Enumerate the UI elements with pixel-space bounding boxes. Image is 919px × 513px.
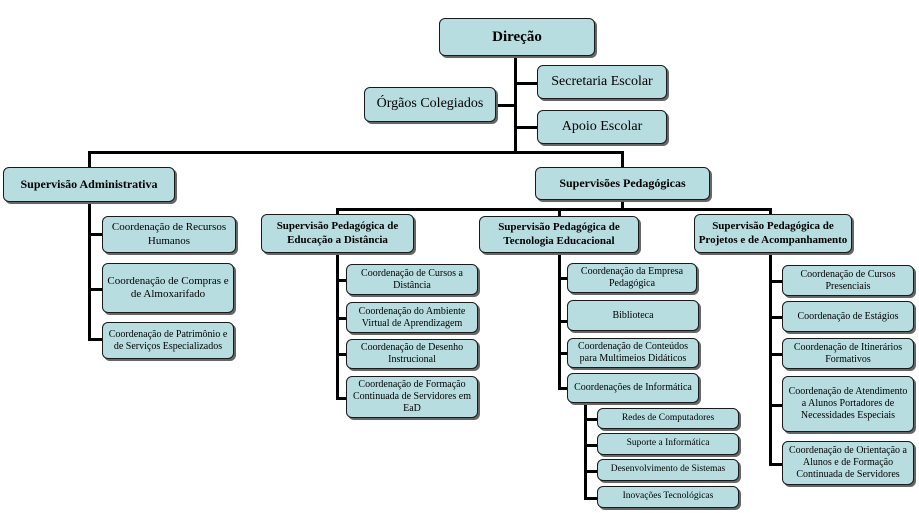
node-direcao: Direção <box>439 18 595 56</box>
node-biblioteca: Biblioteca <box>567 300 699 331</box>
node-coord-patrimonio: Coordenação de Patrimônio e de Serviços … <box>102 322 234 359</box>
connector-line <box>336 397 348 400</box>
node-desenvolvimento-sistemas: Desenvolvimento de Sistemas <box>597 459 739 481</box>
node-supervisao-administrativa: Supervisão Administrativa <box>3 167 175 202</box>
node-coord-informatica: Coordenações de Informática <box>567 373 699 403</box>
connector-line <box>558 277 570 280</box>
node-coord-formacao-ead: Coordenação de Formação Continuada de Se… <box>346 376 478 418</box>
node-coord-cursos-presenciais: Coordenação de Cursos Presenciais <box>782 265 914 296</box>
node-apoio-escolar: Apoio Escolar <box>537 110 667 144</box>
node-coord-orientacao-alunos: Coordenação de Orientação a Alunos e de … <box>782 441 914 485</box>
node-coord-desenho-instrucional: Coordenação de Desenho Instrucional <box>346 339 478 369</box>
node-suporte-informatica: Suporte a Informática <box>597 433 739 455</box>
node-coord-ambiente-virtual: Coordenação do Ambiente Virtual de Apren… <box>346 302 478 333</box>
node-coord-atendimento-alunos: Coordenação de Atendimento a Alunos Port… <box>782 376 914 432</box>
connector-line <box>88 202 91 339</box>
connector-line <box>336 317 348 320</box>
connector-line <box>558 320 570 323</box>
connector-line <box>558 208 561 216</box>
connector-line <box>88 151 624 154</box>
connector-line <box>558 352 570 355</box>
connector-line <box>584 418 598 421</box>
connector-line <box>769 208 772 216</box>
connector-line <box>496 104 516 107</box>
node-coord-cursos-distancia: Coordenação de Cursos a Distância <box>346 264 478 295</box>
connector-line <box>769 404 783 407</box>
connector-line <box>514 126 538 129</box>
connector-line <box>769 463 783 466</box>
connector-line <box>584 497 598 500</box>
node-coord-estagios: Coordenação de Estágios <box>782 301 914 332</box>
node-coord-itinerarios: Coordenação de Itinerários Formativos <box>782 338 914 369</box>
connector-line <box>88 338 104 341</box>
node-coord-conteudos-multimeios: Coordenação de Conteúdos para Multimeios… <box>567 338 699 368</box>
node-coord-empresa-pedagogica: Coordenação da Empresa Pedagógica <box>567 263 697 293</box>
node-supervisoes-pedagogicas: Supervisões Pedagógicas <box>535 167 710 200</box>
node-supervisao-projetos: Supervisão Pedagógica de Projetos e de A… <box>694 214 852 253</box>
node-inovacoes-tecnologicas: Inovações Tecnológicas <box>597 486 739 508</box>
connector-line <box>584 402 587 499</box>
connector-line <box>88 288 104 291</box>
connector-line <box>769 316 783 319</box>
node-redes-computadores: Redes de Computadores <box>597 408 739 429</box>
connector-line <box>336 279 348 282</box>
node-coord-compras-almoxarifado: Coordenação de Compras e de Almoxarifado <box>102 263 234 313</box>
connector-line <box>584 444 598 447</box>
connector-line <box>769 280 783 283</box>
connector-line <box>88 151 91 169</box>
connector-line <box>769 253 772 466</box>
node-coord-recursos-humanos: Coordenação de Recursos Humanos <box>102 216 236 253</box>
connector-line <box>336 353 348 356</box>
node-orgaos-colegiados: Órgãos Colegiados <box>364 87 496 122</box>
connector-line <box>621 200 624 210</box>
connector-line <box>558 387 570 390</box>
connector-line <box>336 253 339 398</box>
connector-line <box>769 353 783 356</box>
node-supervisao-ead: Supervisão Pedagógica de Educação a Dist… <box>261 214 414 253</box>
connector-line <box>88 233 104 236</box>
connector-line <box>514 82 538 85</box>
connector-line <box>621 151 624 169</box>
connector-line <box>584 470 598 473</box>
node-supervisao-tecnologia: Supervisão Pedagógica de Tecnologia Educ… <box>479 216 639 253</box>
connector-line <box>336 208 772 211</box>
connector-line <box>336 208 339 216</box>
node-secretaria-escolar: Secretaria Escolar <box>537 65 667 99</box>
